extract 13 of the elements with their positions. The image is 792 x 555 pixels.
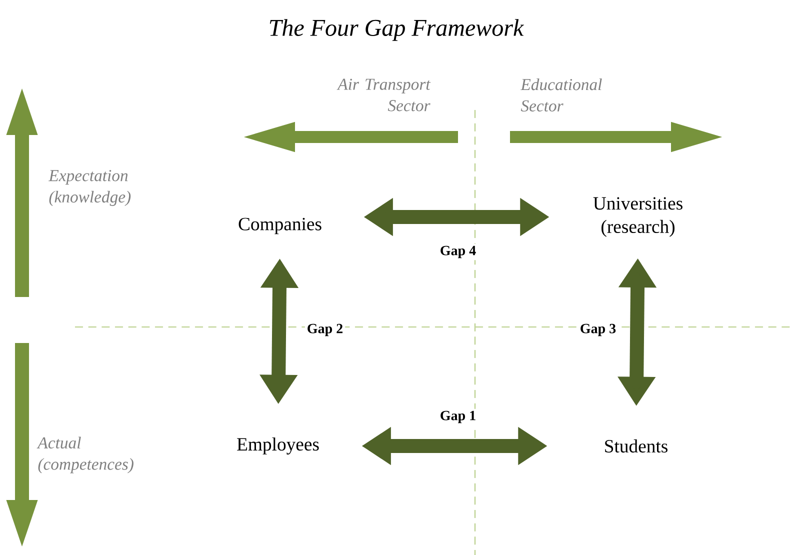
- edge-label: Gap 2: [304, 322, 346, 338]
- edge-label: Gap 1: [438, 408, 478, 426]
- title: The Four Gap Framework: [270, 19, 524, 41]
- node-label: Students: [605, 439, 668, 453]
- node-label: Companies: [238, 218, 322, 234]
- sector-label: Educational Sector: [520, 78, 602, 112]
- edge-label: Gap 3: [578, 322, 618, 338]
- node-label: Universities (research): [593, 197, 682, 237]
- node-label: Employees: [237, 438, 319, 454]
- sector-label: Actual (competences): [36, 436, 134, 474]
- sector-label: Air Transport Sector: [336, 78, 431, 112]
- edge-label: Gap 4: [438, 244, 478, 260]
- sector-label: Expectation (knowledge): [48, 170, 131, 206]
